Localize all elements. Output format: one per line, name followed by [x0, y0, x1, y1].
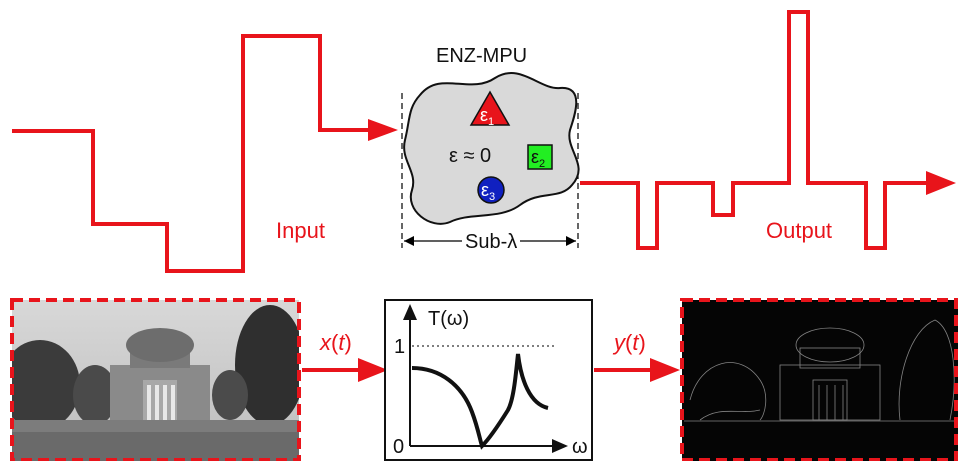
sub-lambda-arrowhead-right [566, 236, 576, 246]
y-t-label: y(t) [612, 330, 646, 355]
eps2-label: ε2 [531, 147, 545, 170]
sub-lambda-label: Sub-λ [465, 231, 517, 253]
x-t-label: x(t) [319, 330, 352, 355]
plot-x-arrowhead [552, 439, 568, 453]
output-photo-frame [680, 298, 958, 461]
eps1-label: ε1 [480, 105, 494, 128]
eps2-square [527, 144, 553, 170]
plot-transmission-curve [411, 353, 549, 450]
sub-lambda-arrowhead-left [404, 236, 414, 246]
eps3-label: ε3 [481, 180, 495, 203]
device-title: ENZ-MPU [436, 45, 527, 67]
eps-zero-label: ε ≈ 0 [449, 145, 491, 167]
input-waveform [12, 34, 372, 273]
plot-xlabel: ω [572, 436, 588, 458]
y-arrowhead [650, 358, 680, 382]
plot-ylabel: T(ω) [428, 308, 469, 330]
input-photo-frame [10, 298, 301, 461]
plot-y-arrowhead [403, 304, 417, 320]
plot-tick-one: 1 [394, 336, 405, 358]
eps1-triangle [469, 90, 511, 126]
input-label: Input [276, 218, 325, 243]
output-arrowhead [926, 171, 956, 195]
enz-blob [403, 72, 580, 225]
input-arrowhead [368, 119, 398, 141]
plot-frame [384, 299, 593, 461]
eps3-circle [477, 176, 505, 204]
output-waveform [580, 10, 928, 250]
plot-tick-zero: 0 [393, 436, 404, 458]
output-label: Output [766, 218, 832, 243]
x-arrowhead [358, 358, 388, 382]
input-photo [12, 300, 299, 461]
output-photo [682, 300, 958, 461]
